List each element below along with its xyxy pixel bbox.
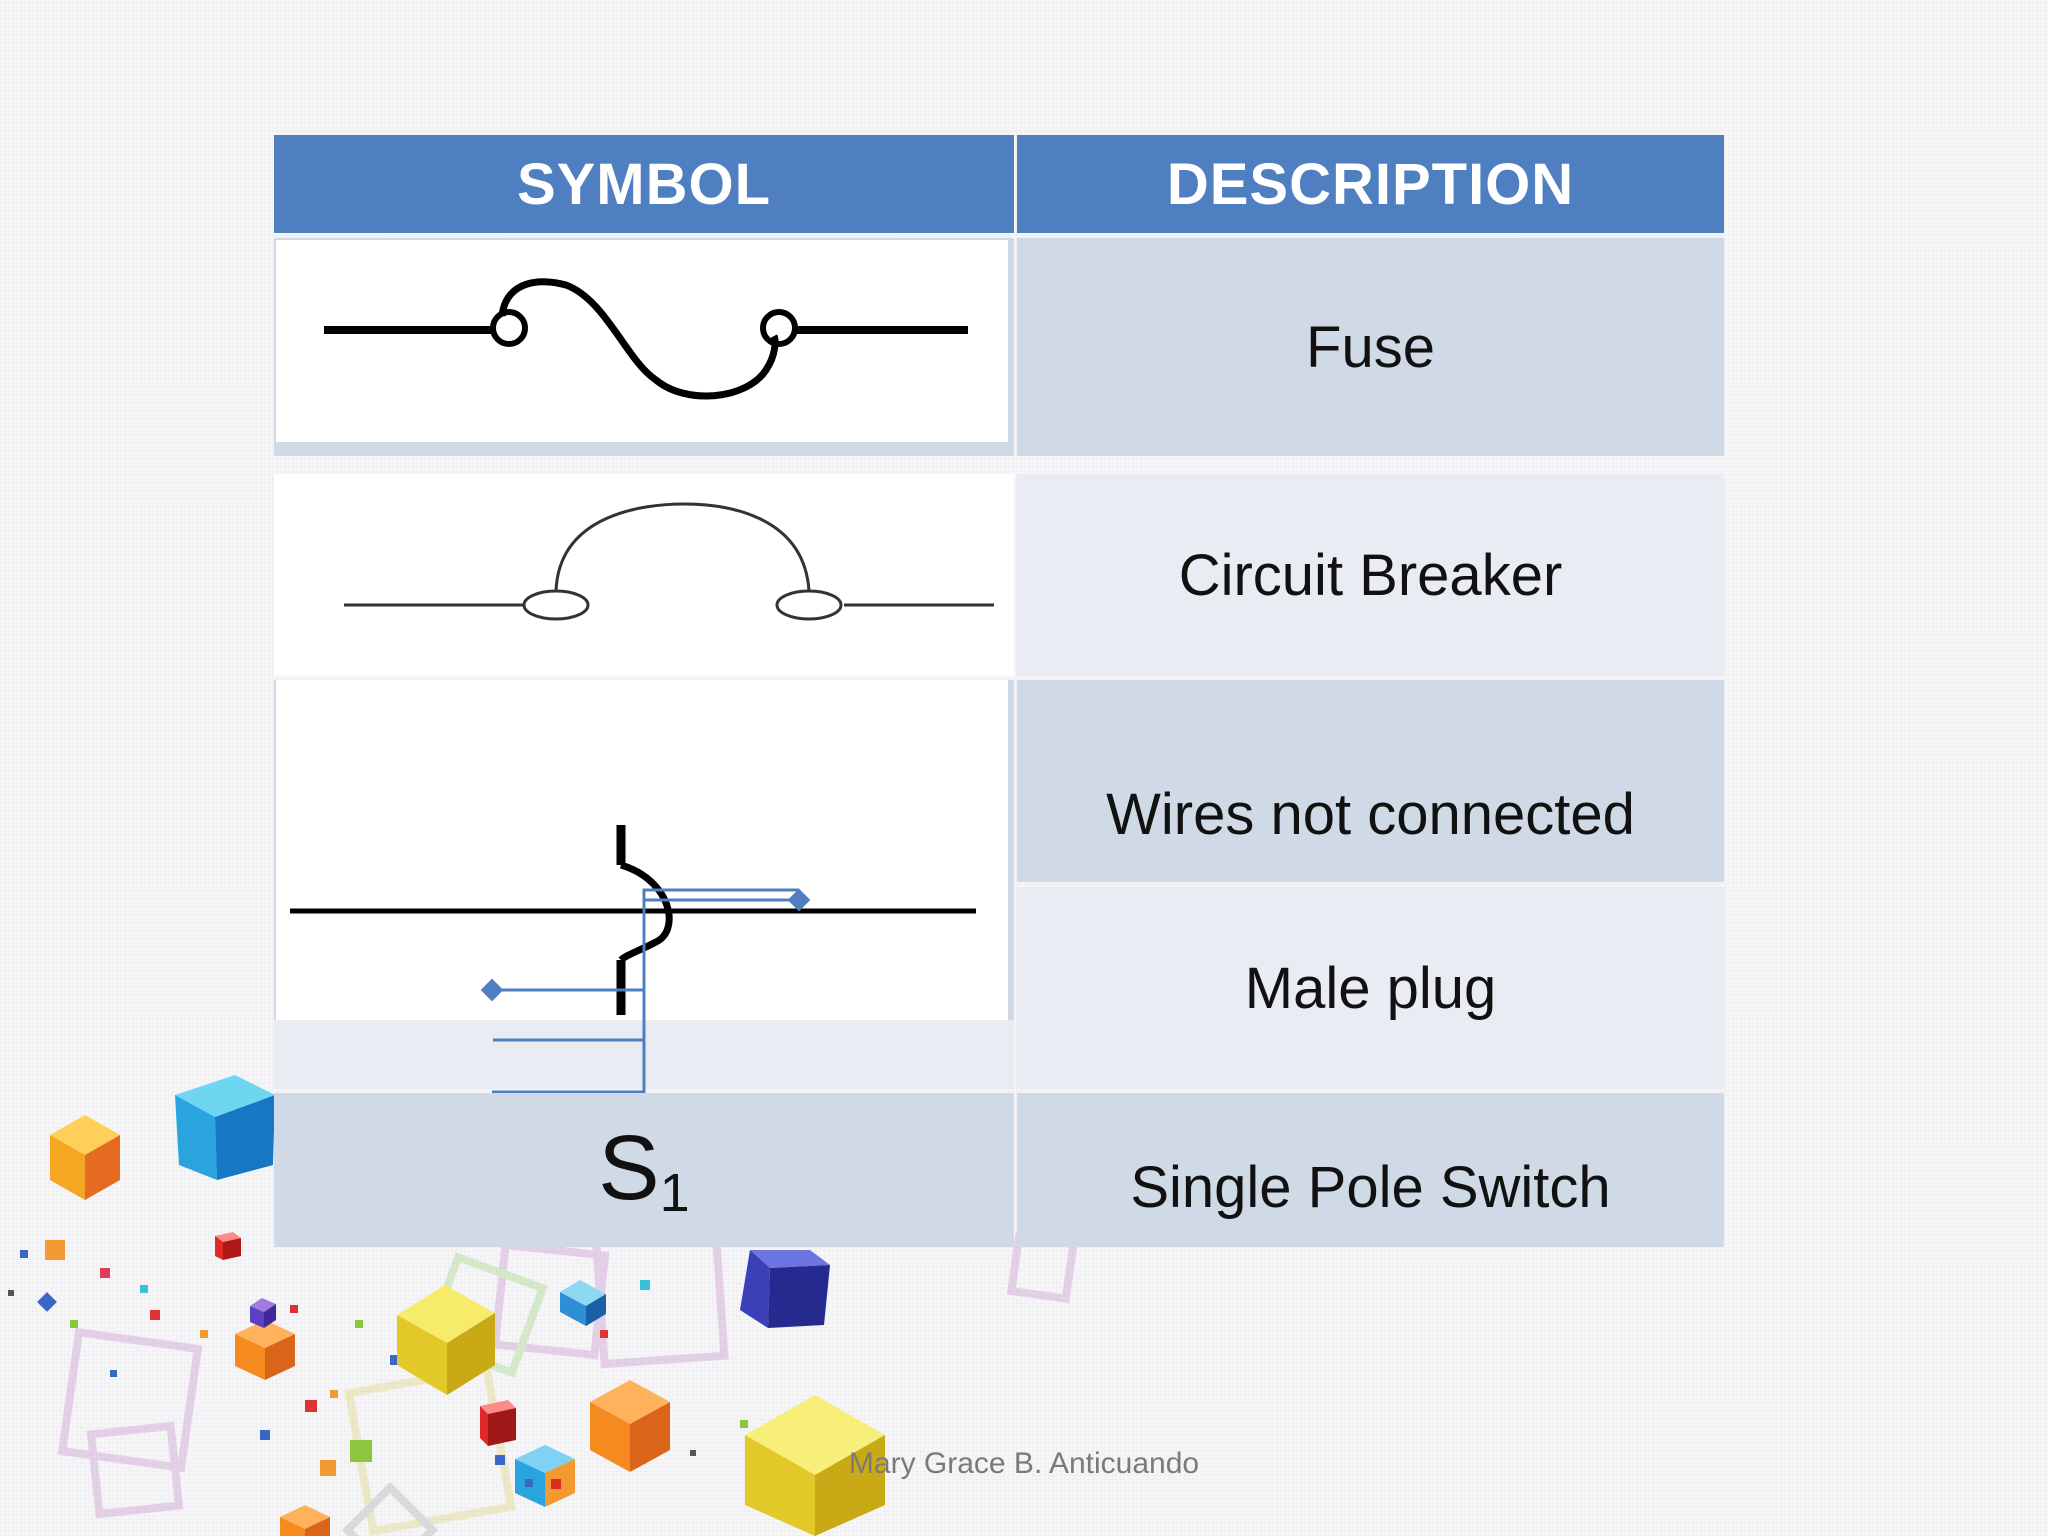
fuse-description: Fuse (1306, 314, 1435, 380)
footer-author: Mary Grace B. Anticuando (848, 1447, 1200, 1480)
table-row-description-cell: Male plug (1017, 887, 1724, 1089)
male-plug-description: Male plug (1244, 955, 1497, 1021)
table-row-description-cell: Single Pole Switch (1017, 1093, 1724, 1247)
switch-symbol-letter: S (598, 1117, 660, 1219)
table-row-description-cell: Fuse (1017, 238, 1724, 456)
wires-not-connected-description: Wires not connected (1106, 782, 1635, 847)
table-row-description-cell: Circuit Breaker (1017, 474, 1724, 676)
table-row-symbol-cell: S1 (274, 1093, 1014, 1247)
circuit-breaker-symbol-icon (344, 502, 994, 621)
table-row-symbol-cell (274, 238, 1014, 456)
single-pole-switch-symbol: S1 (598, 1116, 689, 1224)
switch-symbol-subscript: 1 (659, 1163, 690, 1223)
symbol-column-header: SYMBOL (274, 135, 1014, 233)
single-pole-switch-description: Single Pole Switch (1130, 1155, 1611, 1220)
fuse-symbol-icon (324, 278, 968, 400)
description-column-header: DESCRIPTION (1017, 135, 1724, 233)
table-row-description-cell: Wires not connected (1017, 680, 1724, 882)
table-row-symbol-cell (274, 474, 1014, 676)
wires-not-connected-symbol-icon (290, 825, 976, 1015)
circuit-breaker-description: Circuit Breaker (1178, 542, 1563, 608)
male-plug-wires (480, 888, 811, 1137)
